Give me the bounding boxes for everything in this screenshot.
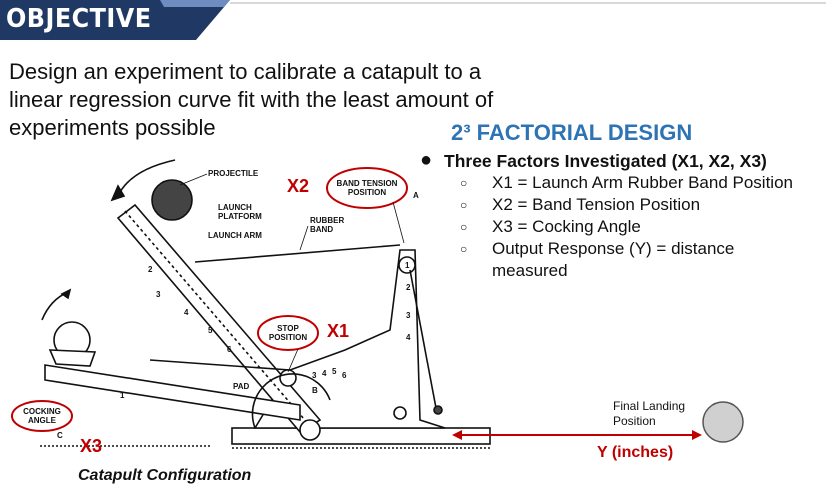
stop-number: 4 [322,369,327,378]
circle-bullet-icon: ○ [460,176,468,190]
cocking-angle-oval [11,400,73,432]
arm-number: 4 [184,308,189,317]
factor-item-text: X1 = Launch Arm Rubber Band Position [492,173,793,192]
launch-arm-down [44,364,301,421]
stop-peg [299,419,321,441]
design-title: 2³ FACTORIAL DESIGN [451,120,693,145]
circle-bullet-icon: ○ [460,242,468,256]
factor-item-continuation: measured [492,261,568,280]
projectile-label: PROJECTILE [208,169,259,178]
cord-anchor [433,405,443,415]
tension-number: 3 [406,311,411,320]
launch-arm-label: LAUNCH ARM [208,231,262,240]
base-peg [393,406,407,420]
catapult-base [231,427,491,445]
tension-number: 4 [406,333,411,342]
catapult-diagram: PROJECTILE LAUNCH PLATFORM LAUNCH ARM RU… [11,159,744,449]
projectile-up [151,179,193,221]
page-title: OBJECTIVE [6,4,152,34]
stop-arc [251,373,331,429]
factor-item: ○ X2 = Band Tension Position [420,194,826,216]
rubber-band-line-2 [149,359,291,371]
arm-number: 5 [208,326,213,335]
stop-number: 6 [342,371,347,380]
arm-number: 6 [227,345,232,354]
x1-label: X1 [327,321,350,341]
factor-item: ○ Output Response (Y) = distance [420,238,826,260]
factor-item-text: X3 = Cocking Angle [492,217,641,236]
arrowhead-up [110,184,126,202]
tension-cord [409,269,437,409]
pivot-peg [279,369,297,387]
title-banner: OBJECTIVE [0,0,230,40]
factor-bullet: ● Three Factors Investigated (X1, X2, X3… [420,149,826,172]
catapult-frame [253,249,446,429]
factor-item-text: Output Response (Y) = distance [492,239,735,258]
header-divider [230,2,826,4]
stop-position-oval [257,315,319,351]
point-a-label: A [413,191,419,200]
factor-item-text: X2 = Band Tension Position [492,195,701,214]
factor-item: ○ X3 = Cocking Angle [420,216,826,238]
point-b-label: B [312,386,318,395]
diagram-caption: Catapult Configuration [78,467,252,484]
distance-arrow-left [452,430,462,440]
y-label: Y (inches) [597,444,674,461]
circle-bullet-icon: ○ [460,220,468,234]
tension-peg [398,256,416,274]
rubber-band-label-1: RUBBER [310,216,344,225]
rubber-band-label-2: BAND [310,225,333,234]
launch-arm-rail [124,210,311,427]
circle-bullet-icon: ○ [460,198,468,212]
stop-number: 5 [332,367,337,376]
x3-label: X3 [80,436,103,456]
factor-item: ○ X1 = Launch Arm Rubber Band Position [420,172,826,194]
launch-platform-label-2: PLATFORM [218,212,262,221]
band-tension-oval [326,167,408,209]
bullet-dot-icon: ● [420,149,433,171]
tension-number: 2 [406,283,411,292]
launch-cup [48,349,97,367]
factor-list: ● Three Factors Investigated (X1, X2, X3… [420,149,826,282]
rubber-band-line [194,244,401,263]
point-c-label: C [57,431,63,440]
arrowhead-down [60,288,72,300]
arm-number: 1 [120,391,125,400]
arm-number: 2 [148,265,153,274]
objective-text: Design an experiment to calibrate a cata… [9,59,494,140]
arm-number: 3 [156,290,161,299]
x2-label: X2 [287,176,310,196]
tension-number: 1 [405,261,410,270]
factor-heading: Three Factors Investigated (X1, X2, X3) [444,151,767,171]
stop-number: 3 [312,371,317,380]
distance-arrow-right [692,430,702,440]
banner-shape [0,0,230,40]
pad-label: PAD [233,382,250,391]
landing-ball [702,401,744,443]
launch-platform-label-1: LAUNCH [218,203,252,212]
